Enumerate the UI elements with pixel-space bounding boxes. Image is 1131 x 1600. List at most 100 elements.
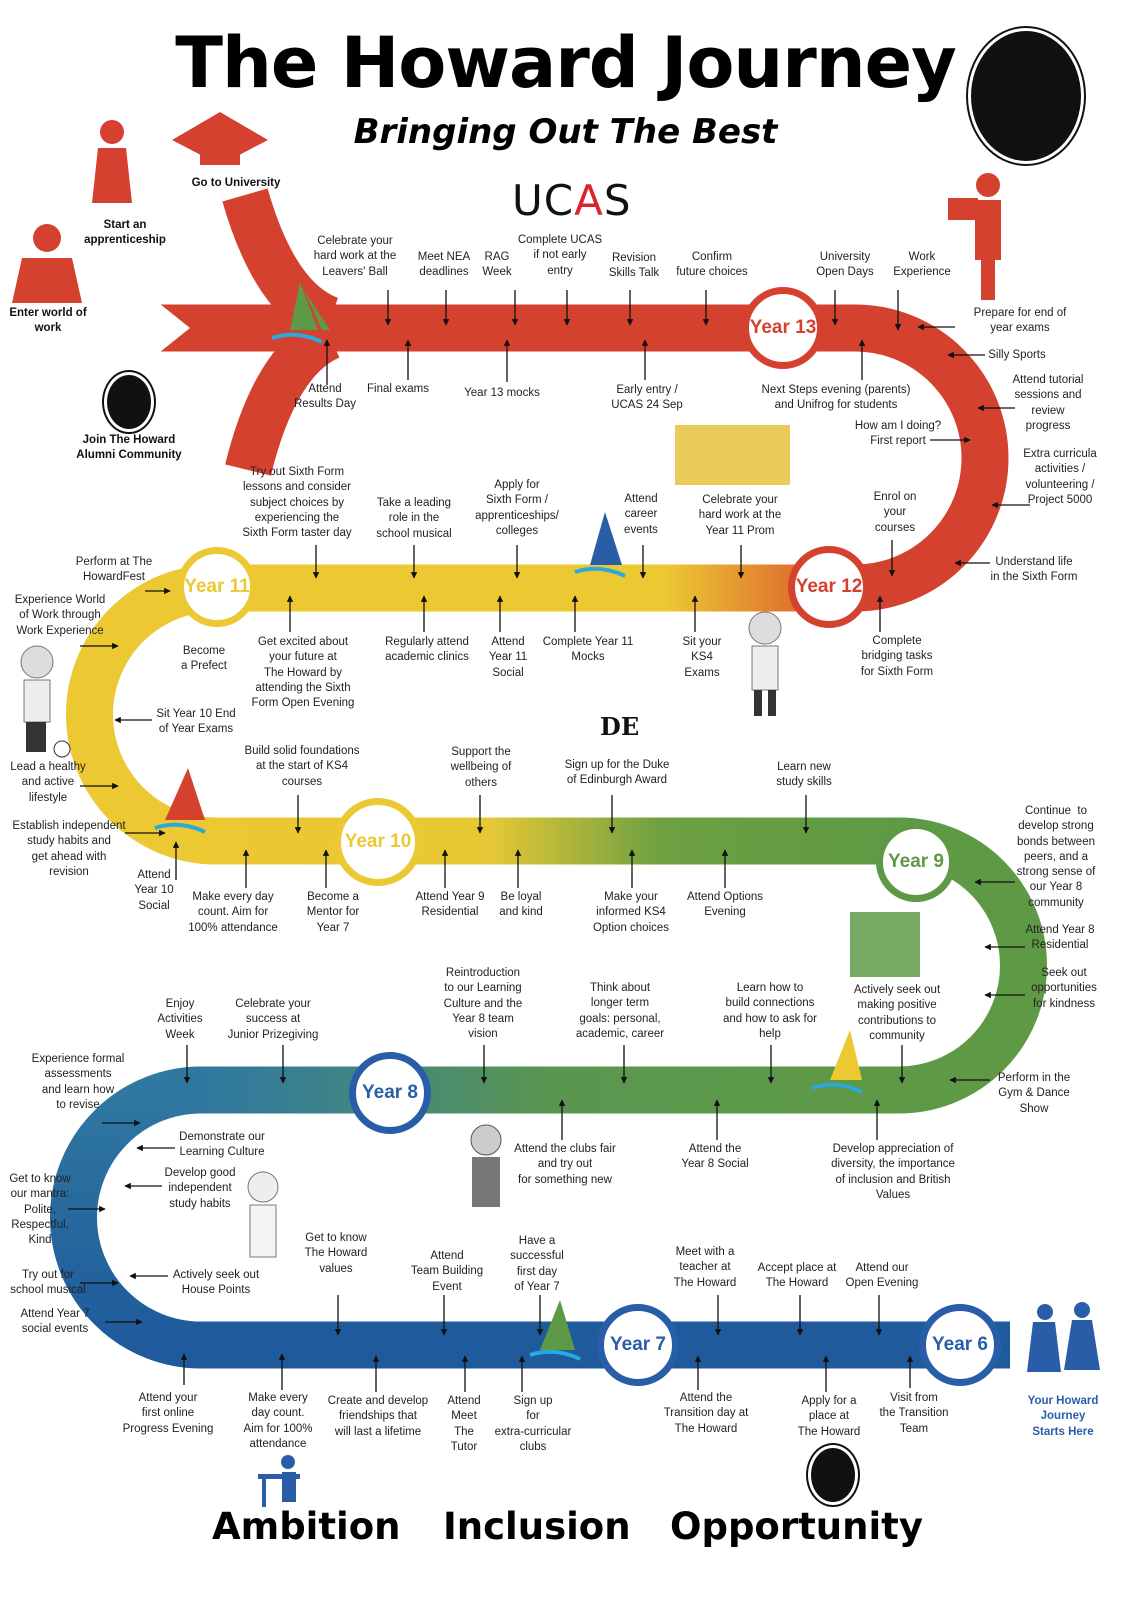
milestone-label: Experience World of Work through Work Ex… bbox=[14, 594, 106, 637]
year-marker-8: Year 8 bbox=[349, 1052, 431, 1134]
page-title: The Howard Journey bbox=[175, 22, 956, 104]
milestone-label: Perform at The HowardFest bbox=[75, 556, 153, 584]
milestone-label: University Open Days bbox=[816, 251, 874, 279]
year-marker-7: Year 7 bbox=[597, 1304, 679, 1386]
milestone-label: Get to know The Howard values bbox=[304, 1232, 368, 1275]
milestone-label: Revision Skills Talk bbox=[608, 252, 660, 280]
ucas-logo: UCAS bbox=[512, 176, 632, 225]
footballer-figure bbox=[20, 645, 71, 758]
milestone-label: Join The Howard Alumni Community bbox=[76, 434, 182, 462]
milestone-label: Sign up for extra-curricular clubs bbox=[494, 1395, 572, 1453]
milestone-label: Silly Sports bbox=[988, 349, 1046, 361]
school-crest-logo bbox=[968, 28, 1084, 164]
milestone-label: Work Experience bbox=[893, 251, 951, 279]
milestone-label: Perform in the Gym & Dance Show bbox=[997, 1072, 1071, 1115]
milestone-label: Celebrate your success at Junior Prizegi… bbox=[227, 998, 319, 1041]
milestone-label: Attend Year 8 Residential bbox=[1025, 924, 1095, 952]
milestone-label: Year 13 mocks bbox=[464, 387, 540, 399]
group-figure bbox=[850, 912, 920, 977]
sailboat-icon bbox=[811, 1030, 863, 1094]
milestone-label: RAG Week bbox=[482, 251, 512, 279]
milestone-label: Attend Team Building Event bbox=[410, 1250, 484, 1293]
student-figure bbox=[748, 611, 782, 716]
milestone-label: Make your informed KS4 Option choices bbox=[592, 891, 670, 934]
milestone-label: Develop good independent study habits bbox=[164, 1167, 236, 1210]
milestone-label: Create and develop friendships that will… bbox=[327, 1395, 429, 1438]
student-desk-icon bbox=[258, 1455, 300, 1507]
milestone-label: Visit from the Transition Team bbox=[879, 1392, 949, 1435]
milestone-label: Celebrate your hard work at the Year 11 … bbox=[698, 494, 782, 537]
milestone-label: Attend our Open Evening bbox=[845, 1262, 919, 1290]
milestone-label: How am I doing? First report bbox=[854, 420, 942, 448]
milestone-label: Attend Options Evening bbox=[686, 891, 764, 919]
milestone-label: Attend tutorial sessions and review prog… bbox=[1012, 374, 1084, 432]
milestone-label: Actively seek out making positive contri… bbox=[853, 984, 941, 1042]
year-marker-10: Year 10 bbox=[334, 798, 422, 886]
milestone-label: Meet NEA deadlines bbox=[417, 251, 471, 279]
milestone-label: Demonstrate our Learning Culture bbox=[179, 1131, 265, 1159]
milestone-label: Extra curricula activities / volunteerin… bbox=[1023, 448, 1097, 506]
milestone-label: Have a successful first day of Year 7 bbox=[510, 1235, 564, 1293]
milestone-label: Actively seek out House Points bbox=[172, 1269, 260, 1297]
milestone-label: Get excited about your future at The How… bbox=[251, 636, 355, 710]
year-marker-6: Year 6 bbox=[919, 1304, 1001, 1386]
milestone-label: Apply for Sixth Form / apprenticeships/ … bbox=[475, 479, 559, 537]
milestone-label: Attend Year 10 Social bbox=[134, 869, 174, 912]
milestone-label: Attend Year 7 social events bbox=[20, 1308, 90, 1336]
milestone-label: Experience formal assessments and learn … bbox=[31, 1053, 125, 1111]
sailboat-icon bbox=[271, 282, 330, 344]
milestone-label: Attend your first online Progress Evenin… bbox=[122, 1392, 214, 1435]
milestone-label: Reintroduction to our Learning Culture a… bbox=[443, 967, 523, 1041]
milestone-label: Regularly attend academic clinics bbox=[385, 636, 469, 664]
milestone-label: Complete UCAS if not early entry bbox=[517, 234, 603, 277]
milestone-label: Try out for school musical bbox=[10, 1269, 86, 1297]
reading-figure bbox=[948, 173, 1001, 300]
milestone-label: Establish independent study habits and g… bbox=[12, 820, 126, 878]
milestone-label: Attend Meet The Tutor bbox=[447, 1395, 481, 1453]
milestone-label: Apply for a place at The Howard bbox=[797, 1395, 861, 1438]
sailboat-icon bbox=[154, 768, 206, 834]
milestone-label: Be loyal and kind bbox=[499, 891, 543, 919]
milestone-label: Understand life in the Sixth Form bbox=[990, 556, 1078, 584]
milestone-label: Become a Prefect bbox=[180, 645, 228, 673]
year-marker-12: Year 12 bbox=[788, 546, 870, 628]
girl-figure bbox=[470, 1124, 502, 1207]
milestone-label: Take a leading role in the school musica… bbox=[376, 497, 452, 540]
children-walking-figure bbox=[1027, 1302, 1100, 1372]
sailboat-icon bbox=[529, 1300, 581, 1361]
milestone-label: Attend career events bbox=[624, 493, 658, 536]
milestone-label: Attend Year 9 Residential bbox=[415, 891, 485, 919]
sailboat-icon bbox=[574, 512, 626, 578]
milestone-label: Attend the Year 8 Social bbox=[681, 1143, 749, 1171]
school-crest-icon bbox=[808, 1445, 858, 1505]
milestone-label: Complete bridging tasks for Sixth Form bbox=[860, 635, 934, 678]
milestone-label: Sit Year 10 End of Year Exams bbox=[156, 708, 236, 736]
graduation-cap-icon bbox=[172, 112, 268, 165]
milestone-label: Get to know our mantra: Polite, Respectf… bbox=[9, 1173, 71, 1247]
milestone-label: Go to University bbox=[191, 177, 281, 189]
milestone-label: Support the wellbeing of others bbox=[450, 746, 512, 789]
milestone-label: Meet with a teacher at The Howard bbox=[673, 1246, 737, 1289]
milestone-label: Enrol on your courses bbox=[873, 491, 917, 534]
dofe-logo: DE bbox=[600, 712, 640, 741]
milestone-label: Final exams bbox=[367, 383, 429, 395]
milestone-label: Make every day count. Aim for 100% atten… bbox=[243, 1392, 313, 1450]
businessman-figure bbox=[12, 224, 82, 303]
road-arrow-tail bbox=[100, 304, 190, 352]
apprentice-figure bbox=[92, 120, 132, 203]
school-crest-icon bbox=[104, 372, 154, 432]
milestone-label: Complete Year 11 Mocks bbox=[542, 636, 634, 664]
dancers-figure bbox=[675, 425, 790, 485]
milestone-label: Continue to develop strong bonds between… bbox=[1016, 805, 1096, 909]
milestone-label: Lead a healthy and active lifestyle bbox=[10, 761, 86, 804]
milestone-label: Make every day count. Aim for 100% atten… bbox=[188, 891, 278, 934]
year-marker-9: Year 9 bbox=[876, 822, 956, 902]
year-marker-11: Year 11 bbox=[177, 547, 257, 627]
milestone-label: Accept place at The Howard bbox=[757, 1262, 837, 1290]
milestone-label: Attend Year 11 Social bbox=[488, 636, 528, 679]
milestone-label: Develop appreciation of diversity, the i… bbox=[831, 1143, 955, 1201]
year-marker-13: Year 13 bbox=[742, 287, 824, 369]
milestone-label: Attend the clubs fair and try out for so… bbox=[514, 1143, 616, 1186]
milestone-label: Seek out opportunities for kindness bbox=[1031, 967, 1097, 1010]
